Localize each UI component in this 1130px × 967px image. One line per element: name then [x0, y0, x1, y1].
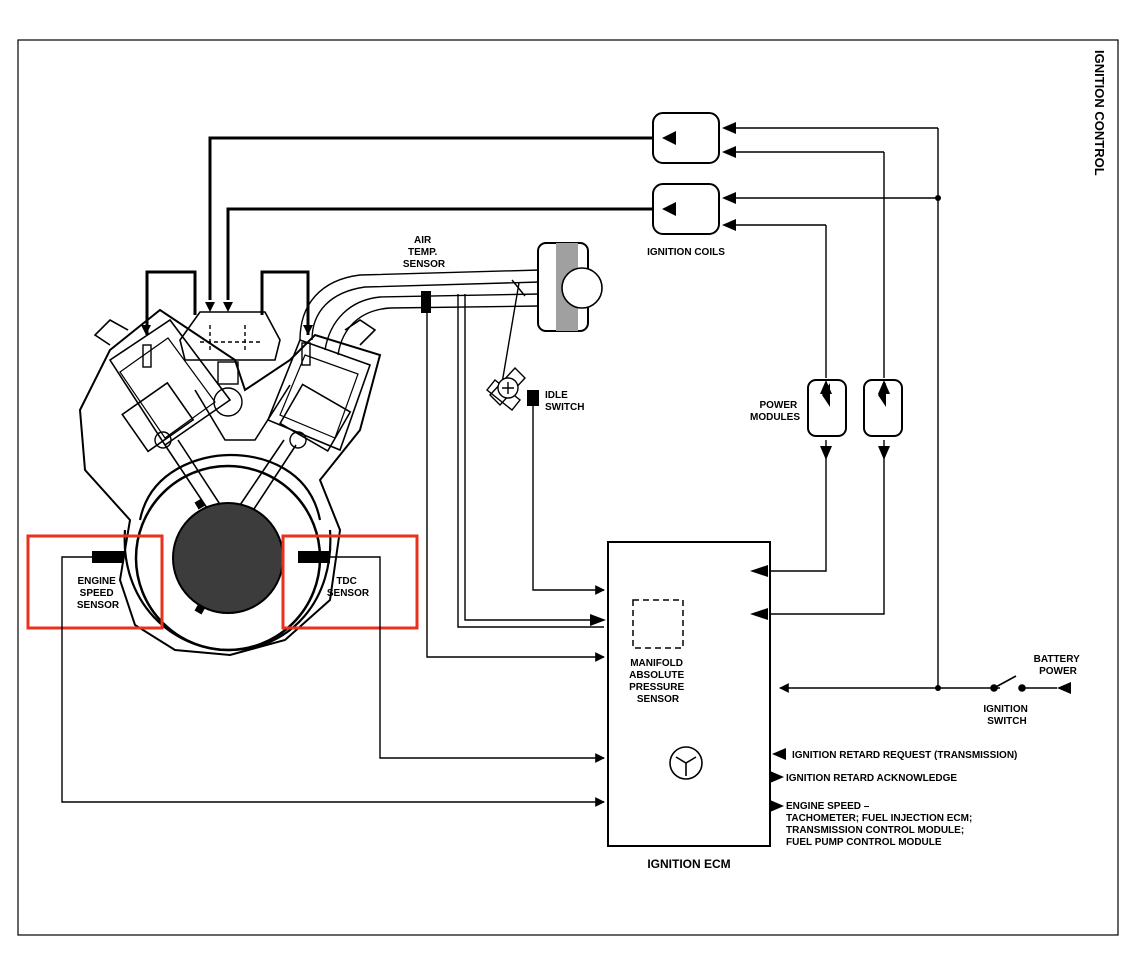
retard-acknowledge-label: IGNITION RETARD ACKNOWLEDGE	[786, 773, 957, 784]
map-sensor-label: MANIFOLD ABSOLUTE PRESSURE SENSOR	[629, 658, 687, 705]
map-sensor-box	[632, 599, 684, 649]
air-temp-sensor-label: AIR TEMP. SENSOR	[403, 235, 446, 270]
engine-speed-sensor-label: ENGINE SPEED SENSOR	[77, 576, 120, 611]
power-module-1	[807, 379, 847, 437]
idle-switch-label: IDLE SWITCH	[545, 390, 584, 413]
ground-symbol	[669, 746, 703, 780]
page-frame	[17, 39, 1119, 936]
diagram-title: IGNITION CONTROL	[1092, 50, 1107, 176]
ignition-ecm	[607, 541, 771, 847]
ignition-switch-label: IGNITION SWITCH	[983, 704, 1030, 727]
highlight-tdc-sensor	[281, 534, 419, 630]
wiring	[61, 127, 1000, 807]
throttle-body	[537, 242, 603, 332]
power-modules-label: POWER MODULES	[750, 400, 800, 423]
engine-speed-sensor-body	[92, 551, 124, 563]
ignition-ecm-label: IGNITION ECM	[647, 857, 730, 871]
crank-wheel	[172, 502, 284, 614]
ignition-coils-label: IGNITION COILS	[647, 247, 725, 258]
power-module-2	[863, 379, 903, 437]
tdc-sensor-label: TDC SENSOR	[327, 576, 370, 599]
idle-switch	[486, 366, 539, 411]
tdc-sensor-body	[298, 551, 330, 563]
retard-request-label: IGNITION RETARD REQUEST (TRANSMISSION)	[792, 750, 1017, 761]
air-temp-sensor-body	[421, 291, 431, 313]
engine-speed-output-label: ENGINE SPEED – TACHOMETER; FUEL INJECTIO…	[786, 801, 975, 848]
arrowheads	[141, 122, 1071, 812]
battery-power-label: BATTERY POWER	[1034, 654, 1083, 677]
intake-duct	[299, 269, 541, 356]
ignition-switch	[990, 675, 1057, 692]
highlight-engine-speed-sensor	[26, 534, 164, 630]
